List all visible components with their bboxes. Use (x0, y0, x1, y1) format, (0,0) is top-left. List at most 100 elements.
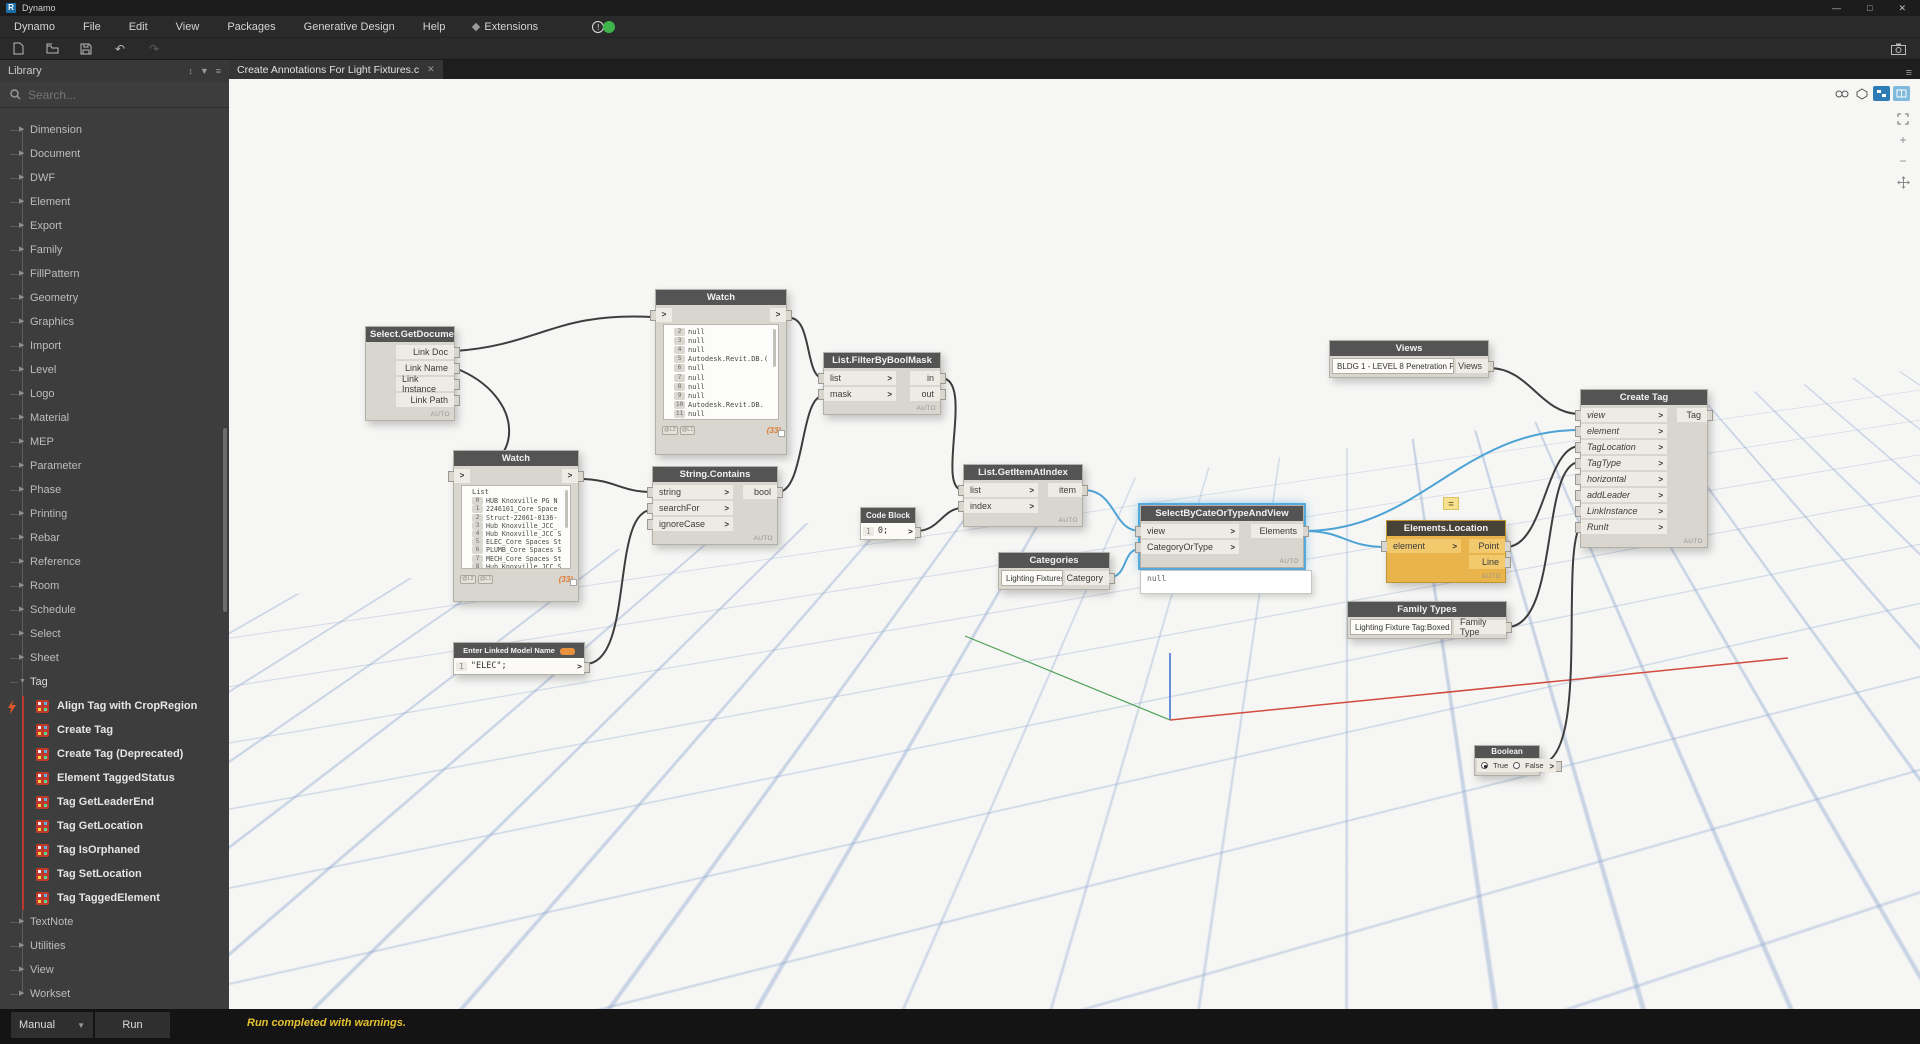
node-create-tag[interactable]: Create Tag view>element>TagLocation>TagT… (1575, 389, 1713, 548)
menu-packages[interactable]: Packages (227, 20, 276, 33)
library-category-row[interactable]: ▶Workset (0, 982, 229, 1006)
input-port[interactable]: > (448, 469, 470, 483)
input-port[interactable]: list> (958, 483, 1038, 497)
input-port[interactable]: element> (1575, 424, 1667, 438)
input-port[interactable]: RunIt> (1575, 520, 1667, 534)
output-port[interactable]: Point (1469, 539, 1511, 553)
resize-handle[interactable] (778, 430, 785, 437)
library-category-row[interactable]: ▶Family (0, 238, 229, 262)
input-port[interactable]: ignoreCase> (647, 517, 733, 531)
notification-ok-icon[interactable] (603, 20, 616, 33)
output-port[interactable]: Link Name (396, 361, 460, 375)
zoom-in-icon[interactable]: + (1899, 133, 1907, 147)
preview-3d-icon[interactable] (1833, 86, 1850, 101)
output-port[interactable]: Tag (1677, 408, 1713, 422)
library-category-row[interactable]: ▶Import (0, 334, 229, 358)
output-port[interactable]: > (770, 308, 792, 322)
output-port[interactable]: out (910, 387, 946, 401)
library-category-row[interactable]: ▶Geometry (0, 286, 229, 310)
run-button[interactable]: Run (95, 1012, 170, 1038)
menu-file[interactable]: File (82, 20, 101, 33)
library-category-row[interactable]: ▶Reference (0, 550, 229, 574)
menu-help[interactable]: Help (422, 20, 446, 33)
library-category-row[interactable]: ▶Sheet (0, 646, 229, 670)
input-port[interactable]: > (650, 308, 672, 322)
node-list-getitematindex[interactable]: List.GetItemAtIndex list>index> item AUT… (958, 464, 1088, 527)
output-port[interactable]: Line (1469, 555, 1511, 569)
menu-edit[interactable]: Edit (128, 20, 148, 33)
library-node-item[interactable]: Tag IsOrphaned (0, 838, 229, 862)
library-category-row[interactable]: ▶Parameter (0, 454, 229, 478)
library-category-row[interactable]: ▶Level (0, 358, 229, 382)
node-code-block[interactable]: Code Block 1 0; > (860, 507, 921, 540)
split-view-icon[interactable] (1893, 86, 1910, 101)
radio-true[interactable] (1481, 762, 1488, 769)
library-category-row[interactable]: ▶FillPattern (0, 262, 229, 286)
radio-false[interactable] (1513, 762, 1521, 769)
input-port[interactable]: TagType> (1575, 456, 1667, 470)
library-category-row[interactable]: ▶Phase (0, 478, 229, 502)
input-port[interactable]: horizontal> (1575, 472, 1667, 486)
library-category-row[interactable]: ▶Select (0, 622, 229, 646)
output-port[interactable]: Category (1065, 571, 1115, 585)
redo-icon[interactable]: ↷ (148, 41, 160, 56)
level-pill[interactable]: @L1 (477, 575, 494, 584)
code-block-body[interactable]: 1 0; > (861, 523, 921, 539)
input-port[interactable]: view> (1135, 524, 1239, 538)
menu-generative-design[interactable]: Generative Design (303, 20, 395, 33)
tab-close-icon[interactable]: ✕ (427, 64, 435, 74)
minimize-icon[interactable]: — (1832, 2, 1842, 13)
library-category-row[interactable]: ▶Printing (0, 502, 229, 526)
library-node-item[interactable]: Tag GetLocation (0, 814, 229, 838)
node-family-types[interactable]: Family Types Lighting Fixture Tag:Boxed▼… (1347, 601, 1512, 639)
library-node-item[interactable]: Create Tag (Deprecated) (0, 742, 229, 766)
filter-icon[interactable]: ▼ (199, 66, 209, 76)
node-categories[interactable]: Categories Lighting Fixtures▼ Category (998, 552, 1115, 590)
categories-dropdown[interactable]: Lighting Fixtures▼ (1001, 570, 1063, 586)
library-category-row[interactable]: ▶TextNote (0, 910, 229, 934)
output-port[interactable]: Link Instance (396, 374, 460, 394)
menu-extensions[interactable]: Extensions (459, 16, 552, 38)
menu-dynamo[interactable]: Dynamo (14, 20, 55, 33)
input-port[interactable]: searchFor> (647, 501, 733, 515)
input-port[interactable]: list> (818, 371, 896, 385)
output-port[interactable]: > (908, 526, 913, 536)
run-mode-select[interactable]: Manual▼ (11, 1012, 93, 1038)
output-port[interactable]: > (1547, 759, 1562, 773)
warning-note-icon[interactable]: = (1443, 497, 1459, 510)
zoom-out-icon[interactable]: − (1899, 154, 1907, 168)
output-port[interactable]: Family Type (1454, 617, 1512, 637)
output-port[interactable]: in (910, 371, 946, 385)
close-icon[interactable]: ✕ (1898, 2, 1906, 13)
node-string-contains[interactable]: String.Contains string>searchFor>ignoreC… (647, 466, 783, 545)
input-port[interactable]: LinkInstance> (1575, 504, 1667, 518)
maximize-icon[interactable]: □ (1867, 2, 1873, 13)
library-category-row[interactable]: ▶DWF (0, 166, 229, 190)
output-port[interactable]: > (577, 661, 582, 671)
library-node-item[interactable]: Tag SetLocation (0, 862, 229, 886)
watch-scrollbar[interactable] (773, 329, 776, 367)
tab-create-annotations[interactable]: Create Annotations For Light Fixtures.c … (229, 60, 443, 79)
level-pill[interactable]: @L1 (679, 426, 696, 435)
library-category-row[interactable]: ▶Document (0, 142, 229, 166)
views-dropdown[interactable]: BLDG 1 - LEVEL 8 Penetration Plan▼ (1332, 358, 1454, 374)
output-port[interactable]: Elements (1251, 524, 1309, 538)
library-category-row[interactable]: ▶Graphics (0, 310, 229, 334)
input-port[interactable]: index> (958, 499, 1038, 513)
export-image-icon[interactable] (1890, 41, 1906, 57)
level-pill[interactable]: @L2 (662, 426, 678, 435)
input-port[interactable]: view> (1575, 408, 1667, 422)
library-category-row[interactable]: ▶Element (0, 190, 229, 214)
library-category-row[interactable]: ▶Schedule (0, 598, 229, 622)
output-port[interactable]: > (562, 469, 584, 483)
input-port[interactable]: string> (647, 485, 733, 499)
library-category-tag[interactable]: ▼Tag (0, 670, 229, 694)
input-port[interactable]: CategoryOrType> (1135, 540, 1239, 554)
